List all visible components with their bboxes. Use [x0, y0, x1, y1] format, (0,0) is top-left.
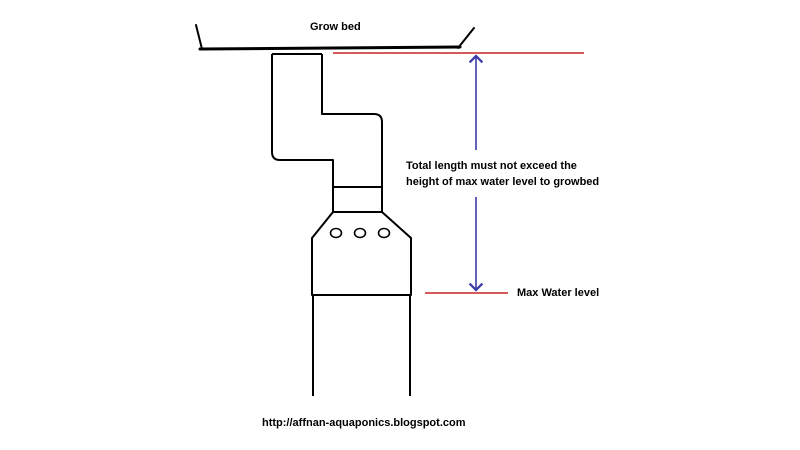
- length-note-line-1: Total length must not exceed the: [406, 160, 577, 172]
- standpipe-legs: [312, 295, 411, 396]
- max-water-level-label: Max Water level: [517, 287, 600, 299]
- length-note: Total length must not exceed the height …: [406, 158, 599, 190]
- length-note-line-2: height of max water level to growbed: [406, 176, 600, 188]
- hole: [377, 227, 391, 239]
- source-url: http://affnan-aquaponics.blogspot.com: [262, 417, 466, 429]
- hole: [329, 227, 343, 239]
- bell-housing: [311, 187, 412, 296]
- siphon-pipe: [271, 53, 383, 188]
- grow-bed: [195, 24, 475, 51]
- hole: [353, 227, 367, 239]
- grow-bed-bottom: [198, 45, 462, 51]
- grow-bed-right-lip: [457, 27, 475, 49]
- grow-bed-left-lip: [195, 24, 203, 50]
- bell-holes: [329, 227, 391, 239]
- grow-bed-label: Grow bed: [310, 21, 361, 33]
